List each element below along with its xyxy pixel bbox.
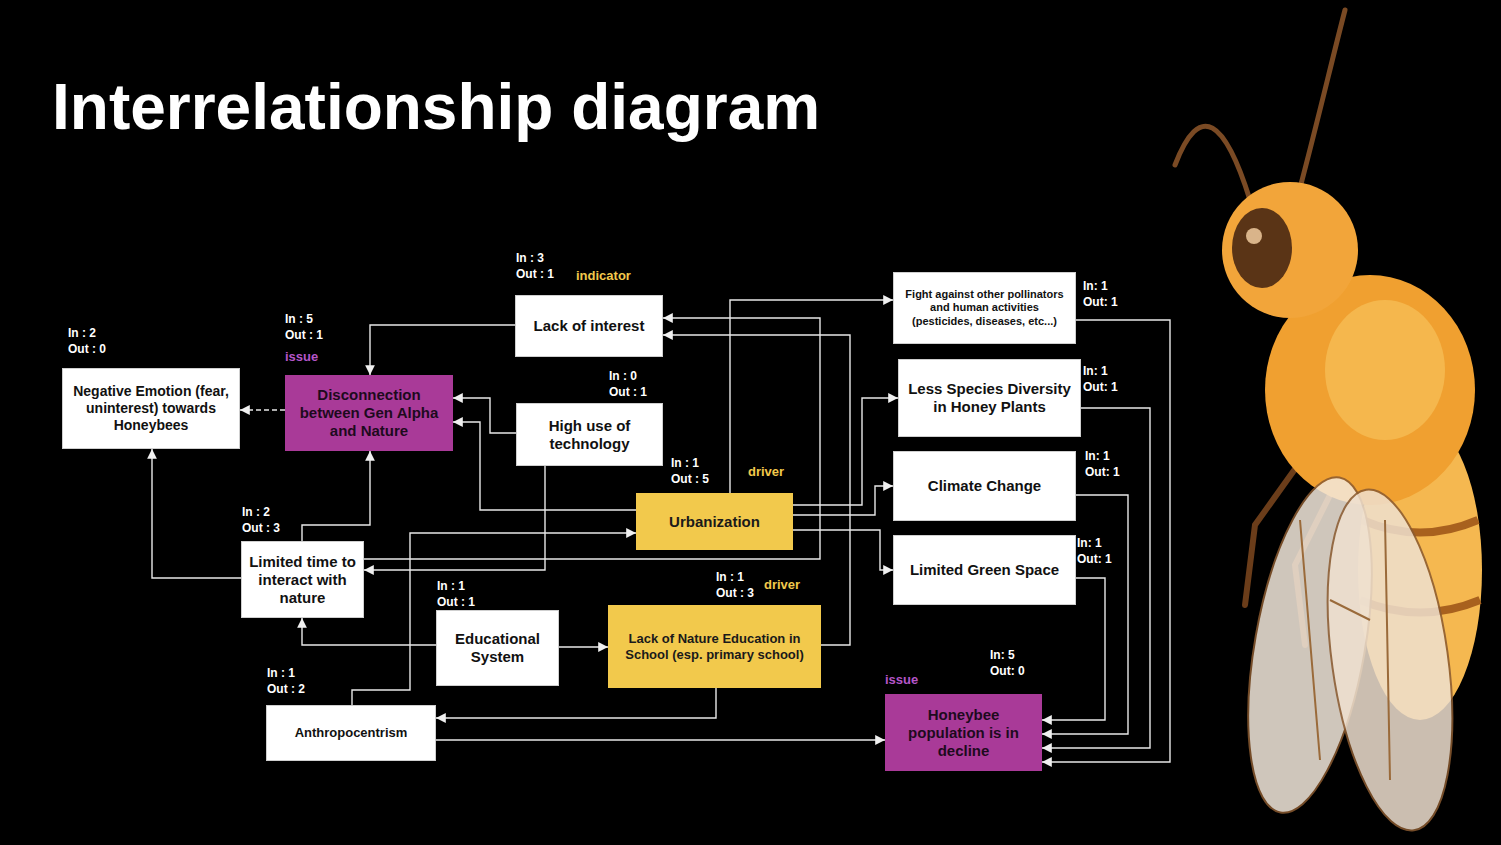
connector-arrow xyxy=(370,325,515,375)
node-text: Educational System xyxy=(443,630,552,666)
in-out-count: In : 3 Out : 1 xyxy=(516,251,560,282)
in-out-count: In : 1 Out : 5 xyxy=(671,456,715,487)
node-text: High use of technology xyxy=(523,417,656,453)
in-out-count: In : 2 Out : 3 xyxy=(242,505,286,536)
connector-arrow xyxy=(302,451,370,541)
bee-wing-vein xyxy=(1300,520,1390,780)
node-text: Lack of interest xyxy=(534,317,645,335)
in-out-count: In : 2 Out : 0 xyxy=(68,326,112,357)
bee-antenna xyxy=(1300,10,1345,188)
node-text: Disconnection between Gen Alpha and Natu… xyxy=(291,386,447,440)
node-text: Limited Green Space xyxy=(910,561,1059,579)
category-tag: driver xyxy=(764,578,800,592)
connector-arrow xyxy=(364,466,545,570)
node-text: Honeybee population is in decline xyxy=(891,706,1036,760)
connector-arrow xyxy=(436,688,716,718)
process-box: Climate ChangeIn: 1 Out: 1 xyxy=(893,451,1076,521)
process-box: Negative Emotion (fear, uninterest) towa… xyxy=(62,368,240,449)
process-box: AnthropocentrismIn : 1 Out : 2 xyxy=(266,705,436,761)
bee-head xyxy=(1222,182,1358,318)
in-out-count: In: 1 Out: 1 xyxy=(1083,279,1127,310)
in-out-count: In : 1 Out : 3 xyxy=(716,570,760,601)
node-text: Lack of Nature Education in School (esp.… xyxy=(614,631,815,662)
bee-eye xyxy=(1232,208,1292,288)
connector-arrow xyxy=(559,646,608,647)
node-text: Anthropocentrism xyxy=(295,725,408,741)
in-out-count: In: 1 Out: 1 xyxy=(1077,536,1121,567)
category-tag: issue xyxy=(285,350,318,364)
process-box: Honeybee population is in declineIn: 5 O… xyxy=(885,694,1042,771)
in-out-count: In : 5 Out : 1 xyxy=(285,312,329,343)
process-box: Fight against other pollinators and huma… xyxy=(893,272,1076,344)
process-box: Lack of interestIn : 3 Out : 1indicator xyxy=(515,295,663,357)
connector-arrow xyxy=(730,300,893,493)
node-text: Less Species Diversity in Honey Plants xyxy=(905,380,1074,416)
in-out-count: In : 1 Out : 2 xyxy=(267,666,311,697)
connector-arrow xyxy=(793,530,893,570)
connector-arrow xyxy=(793,398,898,505)
connector-arrow xyxy=(302,618,436,645)
in-out-count: In: 1 Out: 1 xyxy=(1085,449,1129,480)
in-out-count: In: 5 Out: 0 xyxy=(990,648,1034,679)
connector-group xyxy=(152,300,1170,762)
process-box: Limited time to interact with natureIn :… xyxy=(241,541,364,618)
connector-arrow xyxy=(793,486,893,515)
bee-wing xyxy=(1309,482,1472,839)
bee-antenna xyxy=(1175,126,1250,200)
connector-arrow xyxy=(1042,495,1128,734)
bee-figure xyxy=(1175,10,1482,838)
process-box: Lack of Nature Education in School (esp.… xyxy=(608,605,821,688)
in-out-count: In : 1 Out : 1 xyxy=(437,579,481,610)
node-text: Negative Emotion (fear, uninterest) towa… xyxy=(69,383,233,433)
in-out-count: In: 1 Out: 1 xyxy=(1083,364,1127,395)
category-tag: indicator xyxy=(576,269,631,283)
category-tag: issue xyxy=(885,673,918,687)
diagram-title: Interrelationship diagram xyxy=(52,72,820,142)
connector-arrow xyxy=(436,739,885,740)
node-text: Limited time to interact with nature xyxy=(248,553,357,607)
node-text: Fight against other pollinators and huma… xyxy=(900,288,1069,328)
connector-arrow xyxy=(152,449,241,578)
connector-arrow xyxy=(240,409,285,410)
process-box: Limited Green SpaceIn: 1 Out: 1 xyxy=(893,535,1076,605)
process-box: UrbanizationIn : 1 Out : 5driver xyxy=(636,493,793,550)
node-text: Urbanization xyxy=(669,513,760,531)
connector-arrow xyxy=(453,398,516,433)
bee-thorax-light xyxy=(1325,300,1445,440)
process-box: High use of technologyIn : 0 Out : 1 xyxy=(516,403,663,466)
connector-arrow xyxy=(663,335,850,645)
process-box: Disconnection between Gen Alpha and Natu… xyxy=(285,375,453,451)
bee-eye-light xyxy=(1246,228,1262,244)
node-text: Climate Change xyxy=(928,477,1041,495)
process-box: Educational SystemIn : 1 Out : 1 xyxy=(436,610,559,686)
in-out-count: In : 0 Out : 1 xyxy=(609,369,653,400)
category-tag: driver xyxy=(748,465,784,479)
process-box: Less Species Diversity in Honey PlantsIn… xyxy=(898,359,1081,437)
